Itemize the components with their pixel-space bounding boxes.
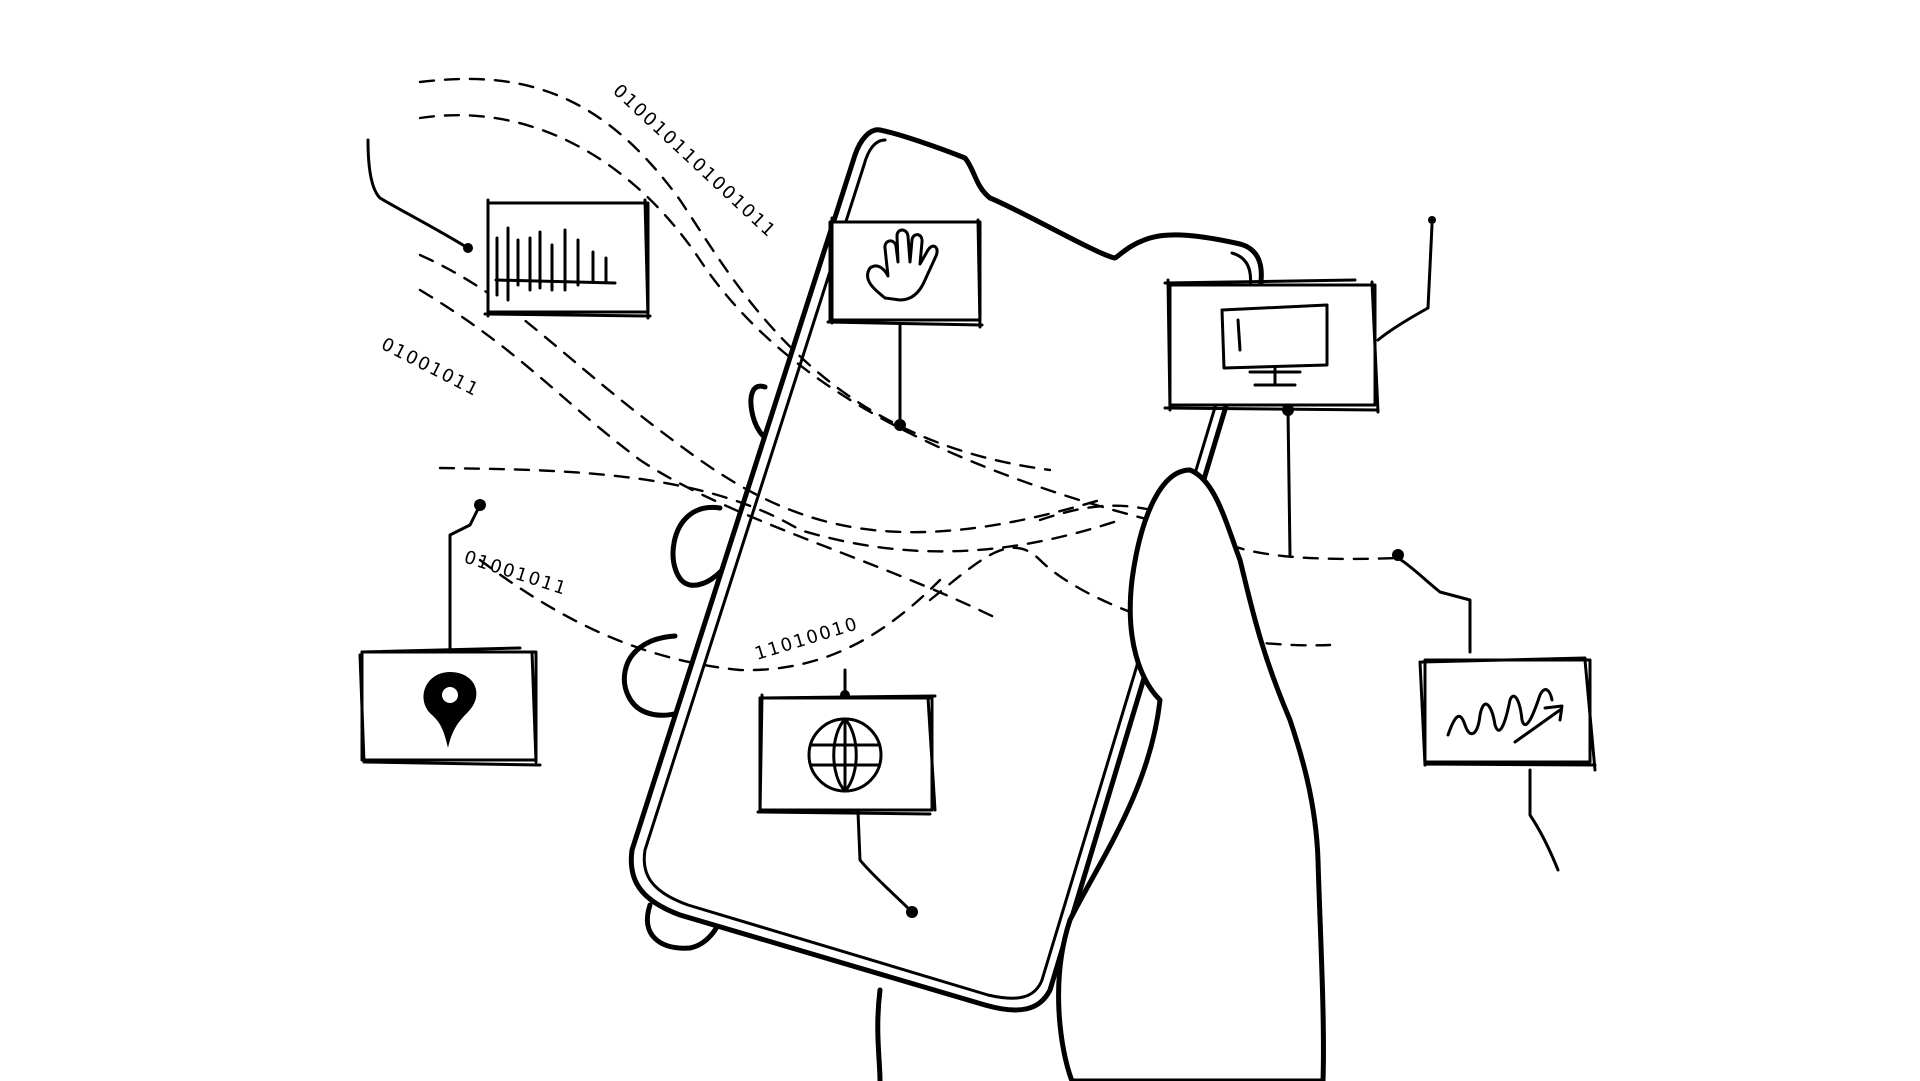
bar-code-box: [366, 138, 652, 320]
trend-chart-icon: [1446, 688, 1564, 744]
hand-box: [826, 216, 984, 431]
globe-icon: [807, 717, 883, 793]
bar-code-icon: [494, 226, 617, 302]
globe-box: [756, 668, 937, 918]
hand-icon: [866, 228, 939, 302]
trend-chart-box: [1392, 549, 1597, 872]
monitor-box: [1163, 216, 1436, 557]
binary-string-3: 01001011: [461, 547, 570, 600]
map-pin-box: [358, 499, 542, 767]
binary-string-2: 01001011: [378, 334, 483, 402]
monitor-icon: [1220, 303, 1329, 387]
map-pin-icon: [423, 672, 477, 748]
